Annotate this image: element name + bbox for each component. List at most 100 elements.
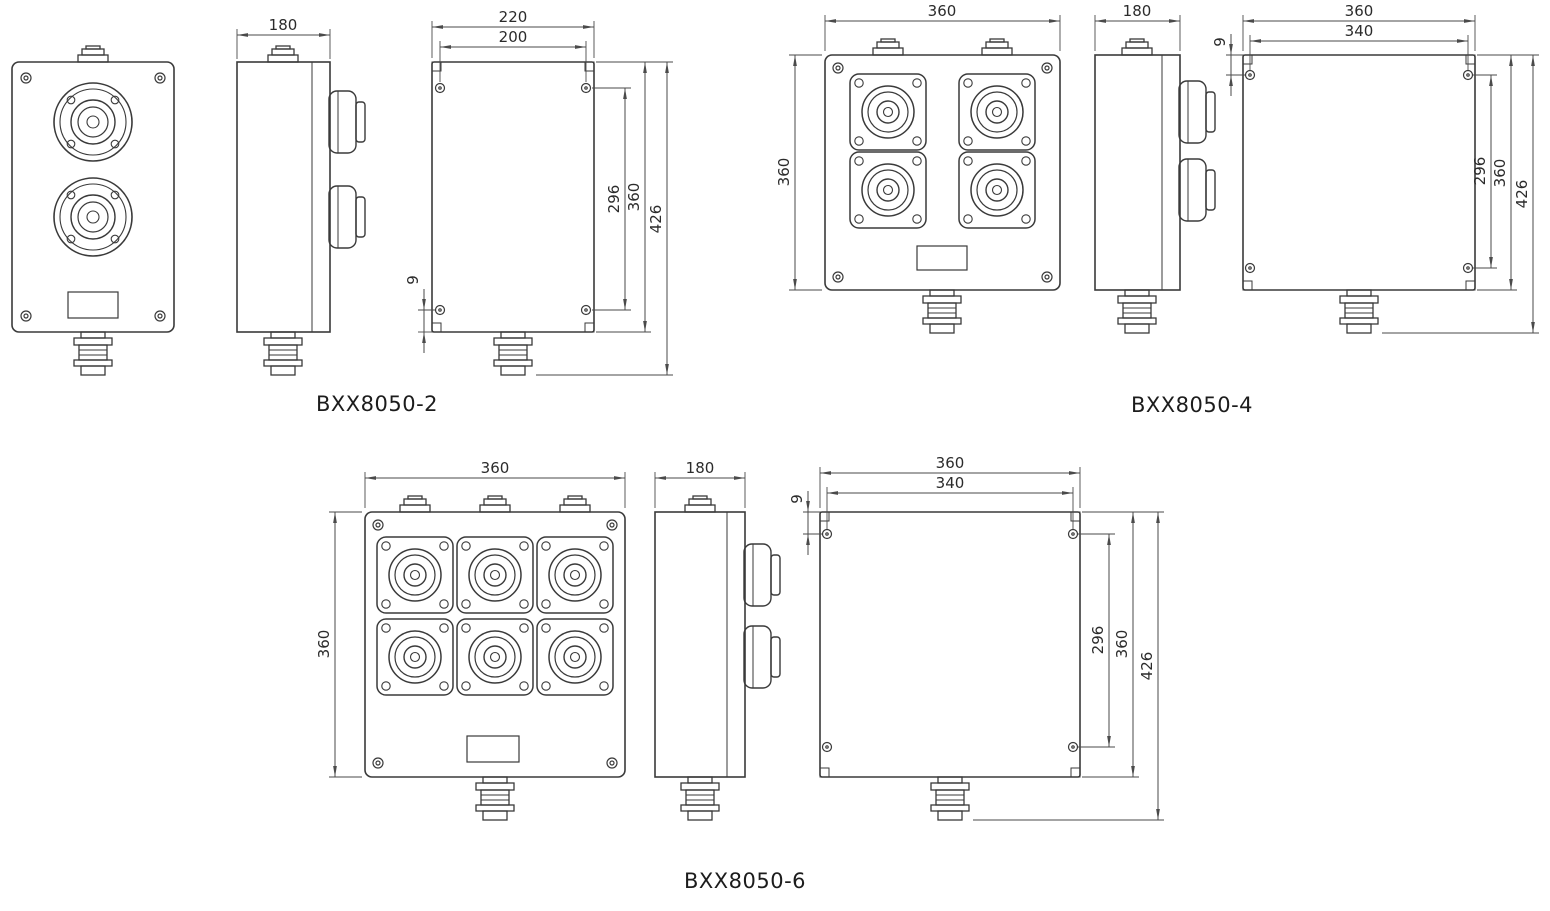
breather-cap-icon: [267, 45, 299, 63]
socket-side-icon: [328, 90, 366, 154]
breather-cap-icon: [479, 495, 511, 513]
mounting-hole-icon: [1462, 262, 1474, 274]
bxx8050-2-side-view: 180: [236, 16, 366, 376]
corner-lugs: [1242, 54, 1476, 291]
socket-front-icon: [849, 73, 927, 151]
cover-screw-icon: [372, 757, 384, 769]
bxx8050-4-back-view: 360 340 9 296: [1211, 2, 1539, 334]
mounting-holes: [1244, 69, 1474, 274]
cover-screw-icon: [154, 310, 166, 322]
dim-back-width: 360: [1242, 2, 1476, 51]
cover-screw-icon: [20, 72, 32, 84]
breather-cap-icon: [559, 495, 591, 513]
mounting-hole-icon: [1244, 69, 1256, 81]
cable-gland-icon: [475, 776, 515, 821]
bxx8050-6-drawing: 360 360: [315, 454, 1164, 893]
socket-front-icon: [536, 618, 614, 696]
dim-front-height-label: 360: [775, 158, 793, 187]
dim-mount-span-w: 340: [1249, 22, 1469, 70]
dim-mount-span-w-label: 200: [499, 28, 528, 46]
cover-screw-icon: [832, 271, 844, 283]
dim-height: 360: [1082, 511, 1164, 778]
cable-gland-icon: [263, 331, 303, 376]
bxx8050-6-side-view: 180: [654, 459, 781, 821]
enclosure-side: [654, 511, 746, 778]
dim-back-width-label: 360: [1345, 2, 1374, 20]
dim-depth: 180: [654, 459, 746, 508]
dim-height-label: 360: [625, 183, 643, 212]
cable-gland-icon: [1117, 289, 1157, 334]
dim-mount-span-h-label: 296: [605, 185, 623, 214]
dim-offset: 9: [788, 491, 822, 555]
socket-front-icon: [53, 82, 133, 162]
mounting-hole-icon: [434, 304, 446, 316]
model-label: BXX8050-4: [1131, 393, 1253, 417]
mounting-hole-icon: [1462, 69, 1474, 81]
socket-front-icon: [536, 536, 614, 614]
dim-mount-span-h: 296: [1471, 74, 1497, 269]
socket-side-icon: [743, 625, 781, 689]
socket-side-icon: [743, 543, 781, 607]
bxx8050-6-back-view: 360 340 9 296: [788, 454, 1164, 821]
enclosure-back: [1242, 54, 1476, 291]
bxx8050-4-side-view: 180: [1094, 2, 1216, 334]
socket-front-icon: [53, 177, 133, 257]
dim-offset-label: 9: [788, 494, 806, 504]
mounting-holes: [434, 82, 592, 316]
socket-front-icon: [958, 73, 1036, 151]
socket-front-icon: [456, 536, 534, 614]
socket-front-icon: [849, 151, 927, 229]
nameplate: [466, 735, 520, 763]
dim-mount-span-h: 296: [592, 87, 631, 311]
breather-cap-icon: [1121, 38, 1153, 56]
enclosure-front: [824, 54, 1061, 291]
cable-gland-icon: [922, 289, 962, 334]
model-label: BXX8050-2: [316, 392, 438, 416]
mounting-hole-icon: [580, 304, 592, 316]
dim-mount-span-w: 340: [826, 474, 1074, 529]
mounting-hole-icon: [1067, 528, 1079, 540]
socket-front-icon: [958, 151, 1036, 229]
cable-gland-icon: [680, 776, 720, 821]
cover-screw-icon: [1041, 62, 1053, 74]
cover-screws: [20, 72, 166, 322]
mounting-hole-icon: [434, 82, 446, 94]
mounting-hole-icon: [1067, 741, 1079, 753]
dim-mount-span-w-label: 340: [1345, 22, 1374, 40]
dim-total-height-label: 426: [1513, 180, 1531, 209]
mounting-hole-icon: [821, 741, 833, 753]
enclosure-back: [431, 61, 595, 333]
dim-depth-label: 180: [1123, 2, 1152, 20]
dim-width: 360: [364, 459, 626, 508]
dim-front-height: 360: [775, 54, 822, 291]
bxx8050-6-front-view: 360 360: [315, 459, 626, 821]
dim-total-height: 426: [973, 512, 1164, 821]
dim-depth-label: 180: [269, 16, 298, 34]
dim-back-width-label: 220: [499, 8, 528, 26]
bxx8050-2-drawing: 180: [11, 8, 673, 416]
bxx8050-4-drawing: 360 360: [775, 2, 1539, 417]
mounting-holes: [821, 528, 1079, 753]
socket-side-icon: [1178, 158, 1216, 222]
socket-side-icon: [1178, 80, 1216, 144]
dim-front-height: 360: [315, 511, 362, 778]
socket-front-icon: [376, 618, 454, 696]
dim-width-label: 360: [481, 459, 510, 477]
bxx8050-2-front-view: [11, 45, 175, 376]
corner-lugs: [819, 511, 1081, 778]
dim-mount-span-h-label: 296: [1089, 626, 1107, 655]
enclosure-side: [236, 61, 331, 333]
cover-screw-icon: [606, 757, 618, 769]
cover-screws: [372, 519, 618, 769]
dim-depth: 180: [1094, 2, 1181, 51]
cover-screw-icon: [20, 310, 32, 322]
dim-front-height-label: 360: [315, 630, 333, 659]
dim-offset-label: 9: [1211, 37, 1229, 47]
socket-front-icon: [376, 536, 454, 614]
dim-total-height-label: 426: [647, 205, 665, 234]
dim-mount-span-w-label: 340: [936, 474, 965, 492]
mounting-hole-icon: [580, 82, 592, 94]
cable-gland-icon: [930, 776, 970, 821]
